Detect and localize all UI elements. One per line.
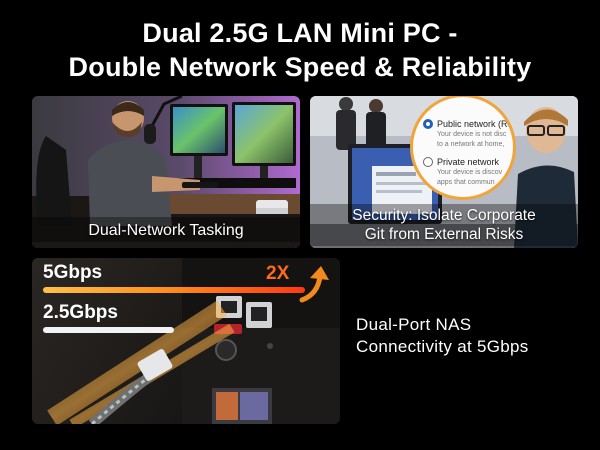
headline: Dual 2.5G LAN Mini PC - Double Network S…	[0, 16, 600, 84]
security-caption-line-1: Security: Isolate Corporate	[352, 207, 536, 224]
fast-speed-label: 5Gbps	[43, 262, 103, 283]
gaming-desk-illustration	[32, 96, 300, 248]
nas-description: Dual-Port NAS Connectivity at 5Gbps	[356, 314, 586, 358]
private-network-title: Private network	[437, 157, 500, 167]
nas-text-line-1: Dual-Port NAS	[356, 315, 472, 334]
public-network-title: Public network (Re	[437, 119, 513, 129]
office-illustration	[310, 96, 578, 248]
headline-line-1: Dual 2.5G LAN Mini PC -	[142, 18, 458, 48]
public-network-radio[interactable]	[423, 119, 433, 129]
gaming-desk-photo: Dual-Network Tasking	[32, 96, 300, 248]
security-caption-line-2: Git from External Risks	[364, 226, 524, 243]
public-network-desc-1: Your device is not disc	[437, 131, 507, 138]
network-profile-magnifier: Public network (Re Your device is not di…	[410, 96, 516, 200]
office-security-photo: Public network (Re Your device is not di…	[310, 96, 578, 248]
dual-network-caption: Dual-Network Tasking	[32, 217, 300, 242]
security-caption: Security: Isolate Corporate Git from Ext…	[310, 204, 578, 246]
curved-up-arrow-icon	[299, 266, 329, 303]
fast-speed-bar	[43, 287, 305, 293]
private-network-desc-2: apps that commun	[437, 179, 495, 186]
slow-speed-label: 2.5Gbps	[43, 302, 118, 323]
private-network-radio[interactable]	[423, 157, 433, 167]
ethernet-illustration	[47, 258, 340, 424]
private-network-desc-1: Your device is discov	[437, 169, 503, 176]
headline-line-2: Double Network Speed & Reliability	[68, 52, 532, 82]
public-network-desc-2: to a network at home,	[437, 141, 505, 148]
slow-speed-bar	[43, 327, 174, 333]
nas-text-line-2: Connectivity at 5Gbps	[356, 337, 529, 356]
speed-multiplier: 2X	[266, 263, 290, 284]
ethernet-ports-photo	[32, 258, 340, 424]
